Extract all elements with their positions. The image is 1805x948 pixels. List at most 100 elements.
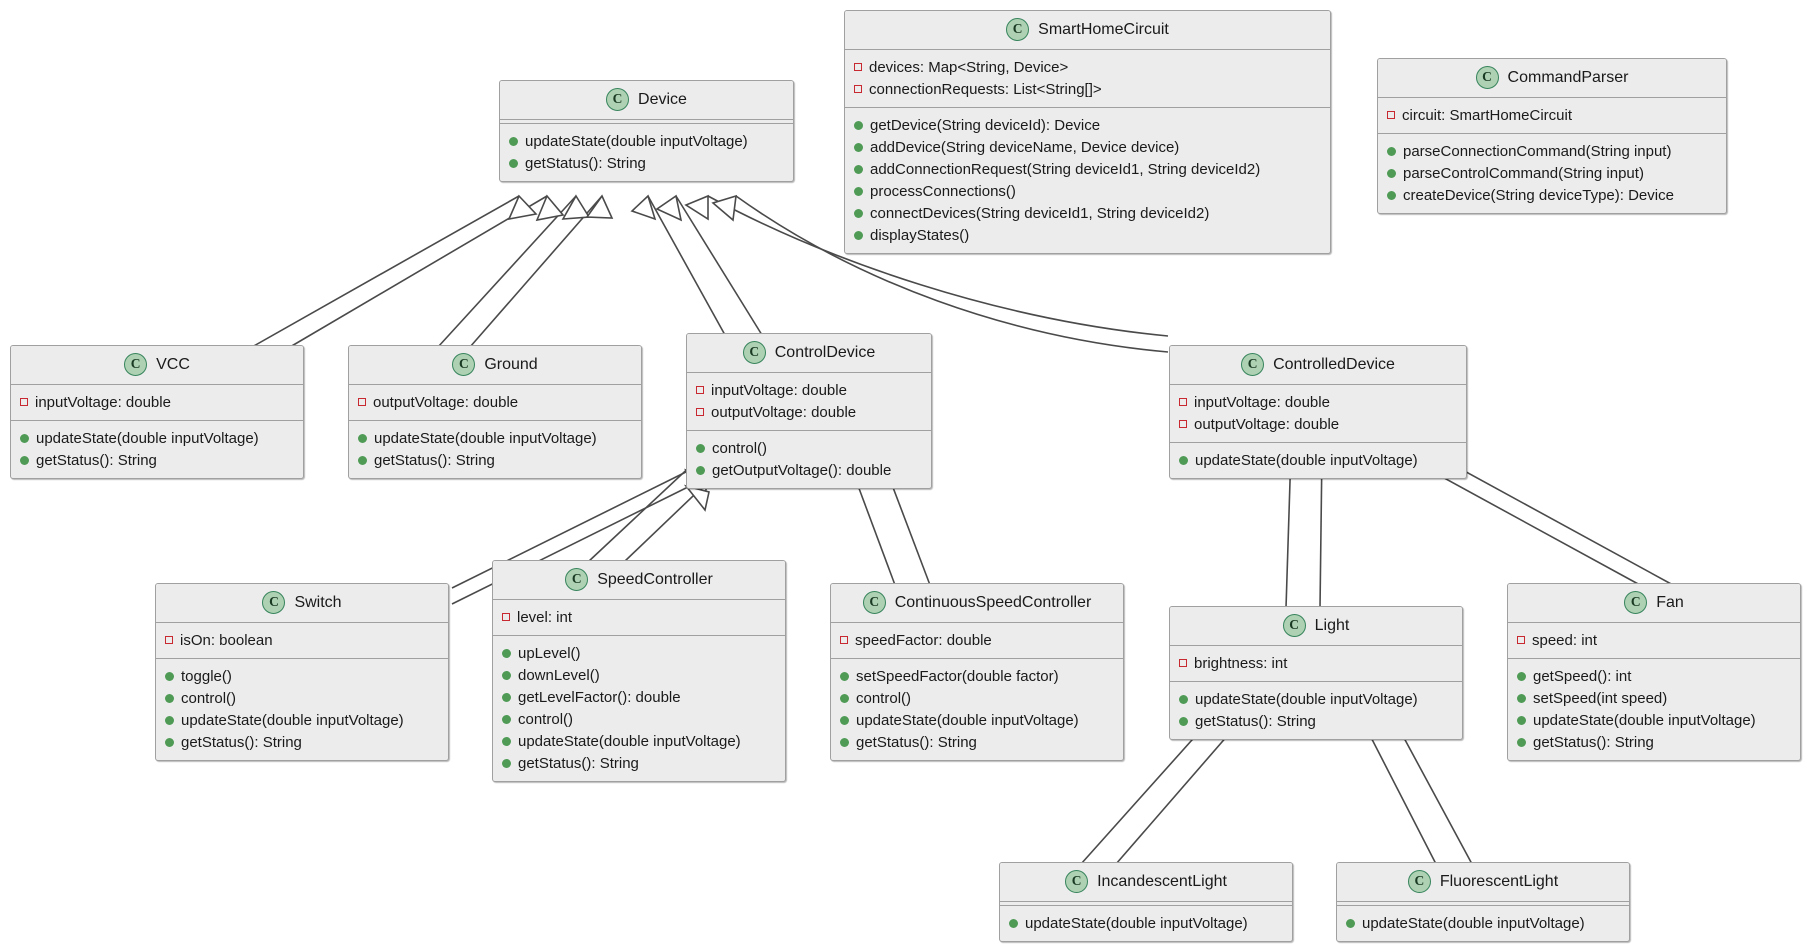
attribute-label: speedFactor: double xyxy=(855,631,992,649)
compartment-divider xyxy=(845,49,1330,50)
operation-label: updateState(double inputVoltage) xyxy=(525,132,748,150)
class-name: Switch xyxy=(294,593,342,611)
operation-row: getStatus(): String xyxy=(1170,710,1462,732)
attributes-compartment: isOn: boolean xyxy=(156,623,448,658)
operation-label: addConnectionRequest(String deviceId1, S… xyxy=(870,160,1261,178)
compartment-divider xyxy=(1170,442,1466,443)
private-field-icon xyxy=(502,613,510,621)
attributes-compartment: outputVoltage: double xyxy=(349,385,641,420)
attribute-label: outputVoltage: double xyxy=(373,393,519,411)
operations-compartment: updateState(double inputVoltage)getStatu… xyxy=(349,421,641,478)
compartment-divider xyxy=(831,622,1123,623)
public-method-icon xyxy=(358,455,367,465)
operations-compartment: updateState(double inputVoltage) xyxy=(1170,443,1466,478)
class-stereotype-icon: C xyxy=(1241,353,1265,376)
operation-label: updateState(double inputVoltage) xyxy=(36,429,259,447)
attributes-compartment: speedFactor: double xyxy=(831,623,1123,658)
operation-row: displayStates() xyxy=(845,224,1330,246)
class-stereotype-icon: C xyxy=(1624,591,1648,614)
attributes-compartment: circuit: SmartHomeCircuit xyxy=(1378,98,1726,133)
operation-row: getOutputVoltage(): double xyxy=(687,459,931,481)
operation-label: control() xyxy=(856,689,912,707)
class-stereotype-icon: C xyxy=(1475,66,1499,89)
operation-row: updateState(double inputVoltage) xyxy=(11,427,303,449)
attribute-row: inputVoltage: double xyxy=(687,379,931,401)
attributes-compartment: level: int xyxy=(493,600,785,635)
class-stereotype-icon: C xyxy=(262,591,286,614)
operation-row: setSpeedFactor(double factor) xyxy=(831,665,1123,687)
attribute-row: circuit: SmartHomeCircuit xyxy=(1378,104,1726,126)
public-method-icon xyxy=(1009,918,1018,928)
class-name: ControlledDevice xyxy=(1273,355,1395,373)
attributes-compartment: speed: int xyxy=(1508,623,1800,658)
public-method-icon xyxy=(854,186,863,196)
public-method-icon xyxy=(696,443,705,453)
public-method-icon xyxy=(1179,694,1188,704)
public-method-icon xyxy=(1346,918,1355,928)
class-name: ControlDevice xyxy=(774,343,876,361)
compartment-divider xyxy=(1170,645,1462,646)
attribute-row: outputVoltage: double xyxy=(349,391,641,413)
operation-row: control() xyxy=(687,437,931,459)
operations-compartment: updateState(double inputVoltage)getStatu… xyxy=(1170,682,1462,739)
public-method-icon xyxy=(854,164,863,174)
public-method-icon xyxy=(1517,671,1526,681)
arrowhead xyxy=(684,194,709,221)
class-box-speedcontroller[interactable]: C SpeedController level: int upLevel() downL… xyxy=(492,560,786,782)
attribute-row: connectionRequests: List<String[]> xyxy=(845,78,1330,100)
operation-label: getStatus(): String xyxy=(36,451,157,469)
compartment-divider xyxy=(156,658,448,659)
public-method-icon xyxy=(696,465,705,475)
public-method-icon xyxy=(502,714,511,724)
operation-label: control() xyxy=(518,710,574,728)
private-field-icon xyxy=(696,386,704,394)
operation-label: setSpeedFactor(double factor) xyxy=(856,667,1059,685)
attribute-row: speed: int xyxy=(1508,629,1800,651)
class-stereotype-icon: C xyxy=(565,568,589,591)
operation-label: downLevel() xyxy=(518,666,600,684)
private-field-icon xyxy=(854,63,862,71)
operation-label: upLevel() xyxy=(518,644,581,662)
compartment-divider xyxy=(1000,905,1292,906)
attributes-compartment: devices: Map<String, Device>connectionRe… xyxy=(845,50,1330,107)
class-stereotype-icon: C xyxy=(862,591,886,614)
operation-label: updateState(double inputVoltage) xyxy=(1195,451,1418,469)
public-method-icon xyxy=(502,670,511,680)
operations-compartment: updateState(double inputVoltage) xyxy=(1000,906,1292,941)
compartment-divider xyxy=(500,123,793,124)
operation-label: control() xyxy=(181,689,237,707)
class-name: SpeedController xyxy=(597,570,713,588)
operation-label: getLevelFactor(): double xyxy=(518,688,681,706)
edge-ground-to-device xyxy=(437,195,603,348)
class-header: C SpeedController xyxy=(493,561,785,599)
class-name: VCC xyxy=(156,355,190,373)
class-stereotype-icon: C xyxy=(1065,870,1089,893)
public-method-icon xyxy=(20,455,29,465)
compartment-divider xyxy=(1378,133,1726,134)
public-method-icon xyxy=(1387,168,1396,178)
public-method-icon xyxy=(854,142,863,152)
operation-label: parseControlCommand(String input) xyxy=(1403,164,1644,182)
operation-row: getStatus(): String xyxy=(156,731,448,753)
operation-label: getStatus(): String xyxy=(374,451,495,469)
operation-label: updateState(double inputVoltage) xyxy=(181,711,404,729)
private-field-icon xyxy=(1179,659,1187,667)
class-name: Light xyxy=(1314,616,1350,634)
